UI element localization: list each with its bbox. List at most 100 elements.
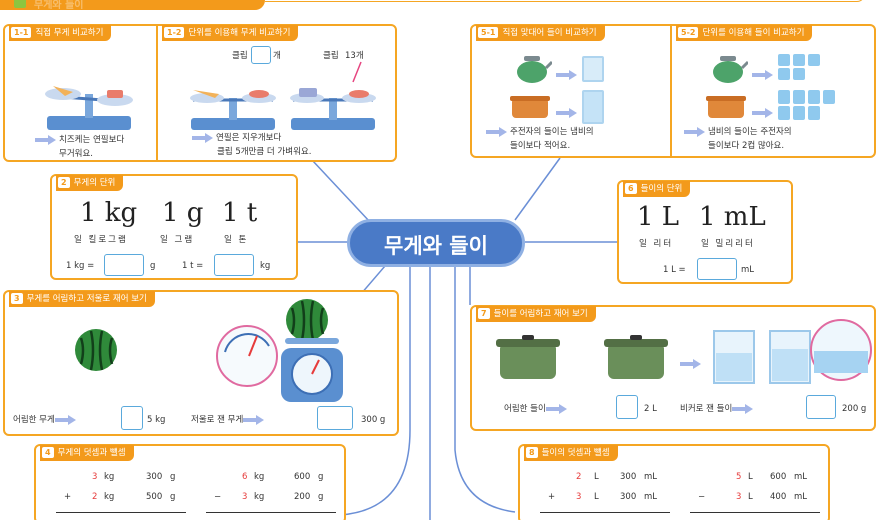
water-glass-icon — [582, 90, 604, 124]
kg-to-g-input[interactable] — [104, 254, 144, 276]
arrow-icon — [752, 102, 776, 121]
arrow-icon — [556, 64, 580, 83]
unit-g: 1 g — [162, 198, 204, 228]
s5-2-text1: 냄비의 들이는 주전자의 — [708, 127, 792, 137]
arrow-icon — [680, 353, 704, 372]
kettle-icon — [517, 56, 552, 83]
clip-label-1: 클립 — [232, 51, 248, 61]
reading-t: 일 톤 — [224, 235, 249, 245]
s1-1-text1: 치즈케는 연필보다 — [59, 135, 125, 145]
reading-L: 일 리터 — [639, 239, 674, 249]
balance-scale-eraser-icon — [290, 88, 376, 130]
capacity-meas-label: 비커로 잰 들이 — [680, 403, 756, 416]
unit-mL: 1 mL — [699, 202, 766, 232]
s1-1-text2: 무거워요. — [59, 149, 93, 159]
arrow-icon — [35, 134, 57, 145]
beaker-icon — [713, 330, 755, 384]
s1-2-text1: 연필은 지우개보다 — [216, 133, 282, 143]
s5-1-text2: 들이보다 적어요. — [510, 141, 571, 151]
cups-icon — [778, 54, 820, 80]
s1-2-text2: 클립 5개만큼 더 가벼워요. — [217, 147, 312, 157]
balance-scale-pencil-icon — [190, 90, 276, 130]
s5-2-text2: 들이보다 2컵 많아요. — [708, 141, 785, 151]
weight-measure-input[interactable] — [317, 406, 353, 430]
unit-kg: 1 kg — [80, 198, 138, 228]
pot-icon — [604, 335, 668, 379]
eq1-unit: g — [150, 261, 156, 271]
line-to-weight-estimate — [339, 267, 411, 516]
eq1-left: 1 kg = — [66, 261, 95, 271]
reading-mL: 일 밀리리터 — [701, 239, 755, 249]
s5-1-text1: 주전자의 들이는 냄비의 — [510, 127, 594, 137]
pointer-line-icon — [352, 61, 362, 83]
weight-estimate-input[interactable] — [121, 406, 143, 430]
arrow-icon — [732, 403, 754, 414]
arrow-icon — [192, 132, 214, 143]
watermelon-icon — [75, 329, 117, 371]
magnifier-icon — [216, 325, 278, 387]
arrow-icon — [243, 414, 265, 425]
pot-icon — [706, 96, 746, 118]
water-glass-icon — [582, 56, 604, 82]
arrow-icon — [54, 414, 77, 425]
unit-t: 1 t — [222, 198, 258, 228]
capacity-meas-unit: 200 g — [842, 404, 867, 414]
eq2-left: 1 t = — [182, 261, 204, 271]
arrow-icon — [556, 102, 580, 121]
beaker-icon — [769, 330, 811, 384]
line-to-weight-compare — [311, 159, 371, 223]
cups-icon — [778, 90, 835, 120]
scale-icon — [281, 338, 343, 402]
arrow-icon — [486, 126, 508, 137]
clip-count-input-1[interactable] — [251, 46, 271, 64]
arrow-icon — [684, 126, 706, 137]
unit-L: 1 L — [637, 202, 680, 232]
line-to-capacity-compare — [514, 157, 561, 221]
capacity-estimate-input[interactable] — [616, 395, 638, 419]
reading-g: 일 그램 — [160, 235, 195, 245]
magnifier-icon — [810, 319, 872, 381]
t-to-kg-input[interactable] — [214, 254, 254, 276]
weight-meas-unit: 300 g — [361, 415, 386, 425]
weight-est-label: 어림한 무게 — [13, 414, 79, 427]
eq-left: 1 L = — [663, 265, 686, 275]
capacity-est-label: 어림한 들이 — [504, 403, 570, 416]
watermelon-icon — [286, 299, 328, 341]
capacity-measure-input[interactable] — [806, 395, 836, 419]
L-to-mL-input[interactable] — [697, 258, 737, 280]
center-topic: 무게와 들이 — [347, 219, 525, 267]
weight-meas-label: 저울로 잰 무게 — [191, 414, 267, 427]
clip-count-2: 13개 — [345, 51, 364, 61]
balance-scale-icon — [45, 86, 133, 130]
weight-est-unit: 5 kg — [147, 415, 166, 425]
pot-icon — [496, 335, 560, 379]
clip-unit-1: 개 — [273, 51, 281, 61]
line-to-capacity-ops — [454, 267, 516, 513]
kettle-icon — [713, 56, 748, 83]
pot-icon — [510, 96, 550, 118]
capacity-est-unit: 2 L — [644, 404, 657, 414]
header-title: 무게와 들이 — [34, 0, 84, 11]
eq2-unit: kg — [260, 261, 271, 271]
clip-label-2: 클립 — [323, 51, 339, 61]
